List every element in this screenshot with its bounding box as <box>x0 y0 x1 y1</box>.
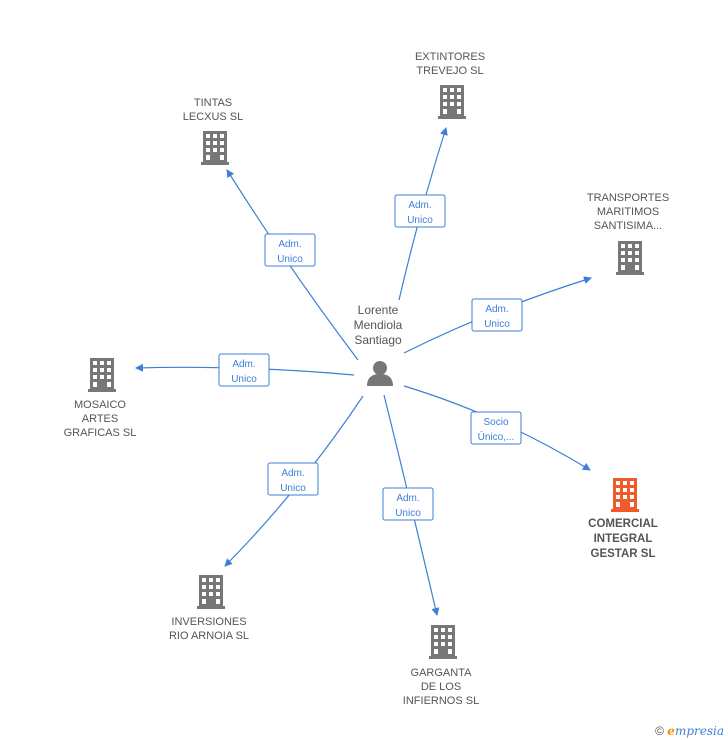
edge-label-mosaico[interactable]: Adm. Unico <box>218 353 270 387</box>
building-icon <box>611 478 639 512</box>
building-icon <box>201 131 229 165</box>
edge-label-inversiones[interactable]: Adm. Unico <box>267 462 319 496</box>
person-name-line: Santiago <box>354 333 402 347</box>
building-icon <box>429 625 457 659</box>
company-node-extintores[interactable]: EXTINTORES TREVEJO SL <box>415 51 485 119</box>
footer-brand: © empresia <box>655 724 724 738</box>
edge-label-tintas[interactable]: Adm. Unico <box>264 233 316 267</box>
company-node-garganta[interactable]: GARGANTA DE LOS INFIERNOS SL <box>403 625 479 707</box>
company-node-tintas[interactable]: TINTAS LECXUS SL <box>183 97 244 165</box>
edge-label-text: Adm. <box>278 239 301 250</box>
edge-label-text: Adm. <box>232 359 255 370</box>
edge-label-text: Socio <box>483 417 508 428</box>
edge-tintas <box>226 169 359 361</box>
edge-label-text: Unico <box>484 319 510 330</box>
company-node-comercial[interactable]: COMERCIAL INTEGRAL GESTAR SL <box>588 478 658 560</box>
edge-label-extintores[interactable]: Adm. Unico <box>394 194 446 228</box>
company-name-line: RIO ARNOIA SL <box>169 630 249 642</box>
company-name-line: TRANSPORTES <box>587 192 669 204</box>
company-name-line: DE LOS <box>421 681 461 693</box>
edge-label-transportes[interactable]: Adm. Unico <box>471 298 523 332</box>
company-name-line: GARGANTA <box>411 667 473 679</box>
company-name-line: ARTES <box>82 413 118 425</box>
company-node-inversiones[interactable]: INVERSIONES RIO ARNOIA SL <box>169 575 249 642</box>
company-name-line: MARITIMOS <box>597 206 659 218</box>
company-name-line: INTEGRAL <box>594 533 653 545</box>
building-icon <box>197 575 225 609</box>
company-name-line: EXTINTORES <box>415 51 485 63</box>
edge-label-text: Único,... <box>478 430 515 443</box>
edge-label-text: Adm. <box>485 304 508 315</box>
edge-label-text: Unico <box>280 483 306 494</box>
company-name-line: MOSAICO <box>74 399 126 411</box>
person-name-line: Lorente <box>358 303 399 317</box>
edge-label-box <box>471 298 523 332</box>
company-name-line: INVERSIONES <box>171 616 246 628</box>
edge-label-garganta[interactable]: Adm. Unico <box>382 487 434 521</box>
edge-label-box <box>264 233 316 267</box>
edge-label-box <box>394 194 446 228</box>
company-name-line: INFIERNOS SL <box>403 695 479 707</box>
copyright-icon: © <box>655 724 664 738</box>
edge-label-box <box>267 462 319 496</box>
edge-label-comercial[interactable]: SocioÚnico,... <box>470 411 522 445</box>
person-icon <box>367 361 393 386</box>
edge-label-box <box>218 353 270 387</box>
person-name-line: Mendiola <box>354 318 403 332</box>
empresia-logo[interactable]: empresia <box>667 724 724 738</box>
edge-label-text: Unico <box>395 508 421 519</box>
edge-label-text: Unico <box>277 254 303 265</box>
company-name-line: GRAFICAS SL <box>64 427 137 439</box>
edge-label-text: Unico <box>407 215 433 226</box>
company-name-line: COMERCIAL <box>588 518 658 530</box>
edge-label-text: Adm. <box>408 200 431 211</box>
company-name-line: LECXUS SL <box>183 111 244 123</box>
company-name-line: SANTISIMA... <box>594 220 662 232</box>
company-node-transportes[interactable]: TRANSPORTES MARITIMOS SANTISIMA... <box>587 192 669 275</box>
building-icon <box>438 85 466 119</box>
building-icon <box>88 358 116 392</box>
edge-label-text: Adm. <box>396 493 419 504</box>
edge-label-text: Unico <box>231 374 257 385</box>
company-node-mosaico[interactable]: MOSAICO ARTES GRAFICAS SL <box>64 358 137 439</box>
company-name-line: TINTAS <box>194 97 232 109</box>
edge-label-box <box>382 487 434 521</box>
company-name-line: GESTAR SL <box>591 548 656 560</box>
edge-label-box <box>470 411 522 445</box>
building-icon <box>616 241 644 275</box>
company-name-line: TREVEJO SL <box>416 65 483 77</box>
edge-label-text: Adm. <box>281 468 304 479</box>
